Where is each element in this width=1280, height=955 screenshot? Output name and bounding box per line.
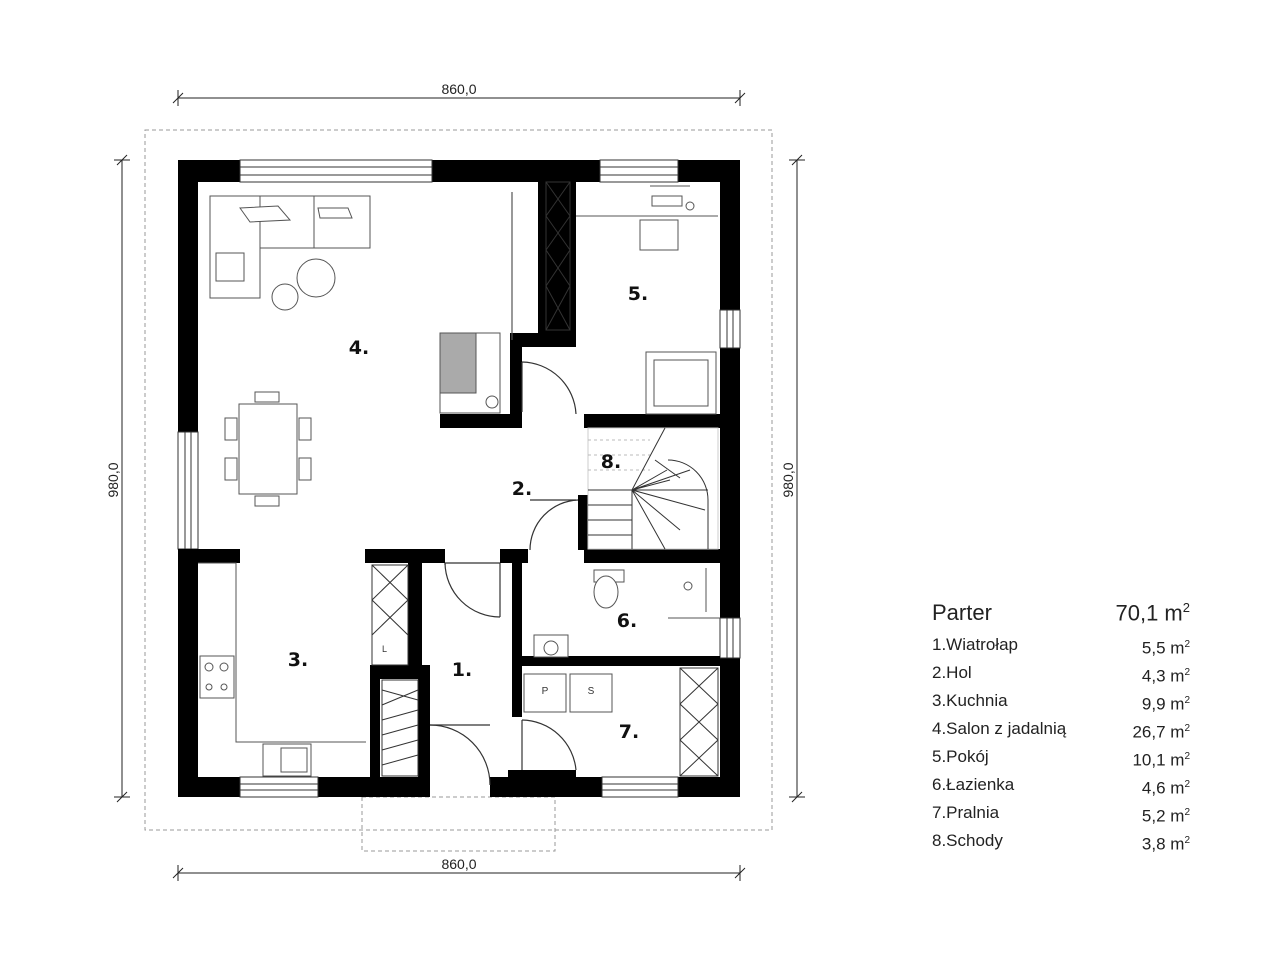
legend-total-exp: 2 [1182, 600, 1190, 615]
legend-room-area-value: 5,5 m [1141, 638, 1185, 658]
bathroom-fixtures [533, 568, 720, 658]
room-label-1: 1. [452, 659, 472, 681]
legend-row: 3.Kuchnia 9,9 m2 [932, 689, 1190, 717]
coffee-tables [271, 258, 336, 311]
dimension-left-label: 980,0 [105, 462, 121, 497]
legend-room-area: 26,7 m2 [1132, 717, 1190, 745]
legend-row: 6.Łazienka 4,6 m2 [932, 773, 1190, 801]
sofa [209, 195, 371, 299]
legend-room-area: 5,2 m2 [1142, 801, 1190, 829]
room-label-6: 6. [617, 610, 637, 632]
legend-room-area: 4,6 m2 [1142, 773, 1190, 801]
legend-row: 4.Salon z jadalnią 26,7 m2 [932, 717, 1190, 745]
legend-total: 70,1 m2 [1116, 600, 1191, 626]
legend-room-name: 4.Salon z jadalnią [932, 719, 1067, 739]
room-label-3: 3. [288, 649, 308, 671]
legend-room-name: 2.Hol [932, 663, 972, 683]
room-label-4: 4. [349, 337, 369, 359]
legend-room-area-exp: 2 [1184, 723, 1190, 735]
armchair [645, 351, 717, 415]
room-label-2: 2. [512, 478, 532, 500]
dimension-right-label: 980,0 [780, 462, 796, 497]
legend-room-area: 3,8 m2 [1142, 829, 1190, 857]
doors [429, 192, 579, 786]
desk-and-chair [576, 185, 718, 251]
windows [177, 159, 741, 798]
legend-row: 1.Wiatrołap 5,5 m2 [932, 633, 1190, 661]
dimension-left [114, 154, 130, 803]
dimension-bottom-label: 860,0 [441, 856, 476, 872]
room-label-5: 5. [628, 283, 648, 305]
dryer-label: S [588, 686, 595, 697]
legend-room-area: 5,5 m2 [1142, 633, 1190, 661]
legend-total-value: 70,1 m [1115, 600, 1183, 626]
legend-room-area-exp: 2 [1184, 779, 1190, 791]
kitchen-counter [198, 562, 366, 777]
legend-room-area-exp: 2 [1184, 695, 1190, 707]
legend-room-area-value: 26,7 m [1132, 722, 1185, 742]
closets [371, 181, 719, 777]
legend-room-area-exp: 2 [1184, 807, 1190, 819]
room-label-7: 7. [619, 721, 639, 743]
legend-room-name: 7.Pralnia [932, 803, 1000, 823]
room-label-8: 8. [601, 451, 621, 473]
exterior-walls [178, 160, 740, 797]
legend-room-area-value: 4,3 m [1141, 666, 1185, 686]
legend-header: Parter 70,1 m2 [932, 600, 1190, 626]
legend-room-name: 8.Schody [932, 831, 1003, 850]
legend-room-name: 1.Wiatrołap [932, 635, 1018, 655]
legend-room-area-value: 9,9 m [1141, 694, 1185, 714]
legend-title: Parter [932, 600, 992, 625]
dimension-top-label: 860,0 [441, 81, 476, 97]
legend-room-area-exp: 2 [1184, 835, 1190, 846]
dimension-right [789, 154, 805, 803]
legend-room-area: 9,9 m2 [1142, 689, 1190, 717]
stairs [587, 427, 719, 550]
legend-room-area-value: 4,6 m [1141, 778, 1185, 798]
legend-row: 7.Pralnia 5,2 m2 [932, 801, 1190, 829]
entrance-step-outline [361, 796, 556, 852]
legend-room-area-exp: 2 [1184, 751, 1190, 763]
dining-set [224, 391, 312, 507]
legend-room-area-value: 10,1 m [1132, 750, 1185, 770]
cabinet-l-label: L [382, 644, 387, 654]
legend-row: 2.Hol 4,3 m2 [932, 661, 1190, 689]
washer-label: P [542, 686, 549, 697]
dimension-top [172, 90, 746, 106]
dimension-bottom [172, 865, 746, 881]
laundry-appliances [523, 673, 613, 713]
legend-room-name: 3.Kuchnia [932, 691, 1008, 711]
fireplace [439, 332, 501, 414]
legend-room-area-value: 5,2 m [1141, 806, 1185, 826]
legend-room-area-value: 3,8 m [1141, 834, 1185, 854]
legend-room-area-exp: 2 [1184, 639, 1190, 651]
legend-room-area: 4,3 m2 [1142, 661, 1190, 689]
legend-row: 5.Pokój 10,1 m2 [932, 745, 1190, 773]
legend-room-area: 10,1 m2 [1132, 745, 1190, 773]
legend-room-name: 6.Łazienka [932, 775, 1015, 795]
legend-room-area-exp: 2 [1184, 667, 1190, 679]
legend-room-name: 5.Pokój [932, 747, 989, 767]
legend-row: 8.Schody 3,8 m2 [932, 829, 1190, 857]
site-outline [144, 129, 773, 831]
